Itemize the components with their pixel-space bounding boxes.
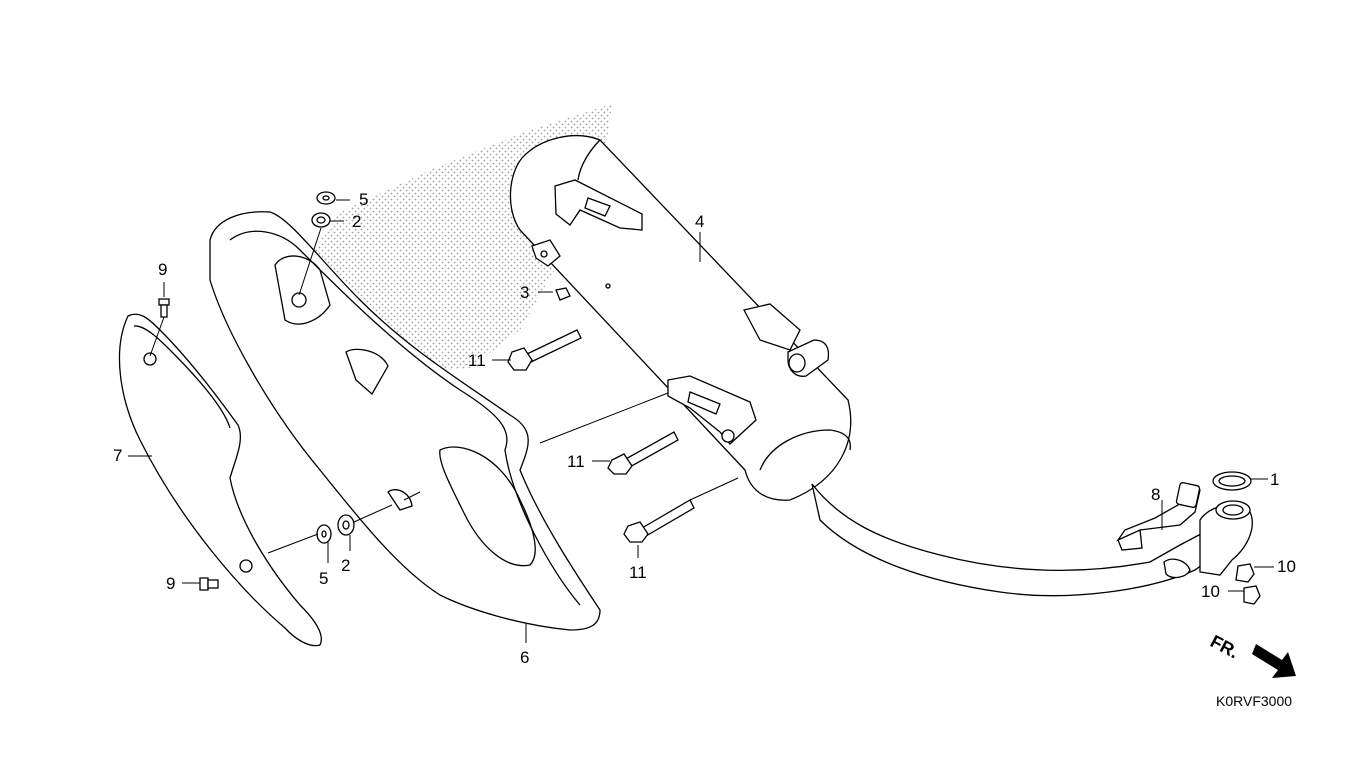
screw-upper [158, 298, 170, 318]
washer-upper [316, 191, 336, 205]
callout-7: 7 [113, 446, 123, 465]
callout-11-upper: 11 [468, 351, 486, 370]
leader-lines [128, 199, 1274, 643]
callout-6: 6 [520, 648, 530, 667]
callout-11-middle: 11 [567, 452, 585, 471]
callout-1: 1 [1270, 470, 1280, 489]
callout-2-lower: 2 [341, 556, 351, 575]
callout-9-upper: 9 [158, 260, 168, 279]
callout-5-lower: 5 [319, 569, 329, 588]
callout-10-upper: 10 [1277, 557, 1296, 576]
callout-4: 4 [695, 212, 705, 231]
sensor-bracket [1116, 482, 1201, 551]
washer-lower [316, 524, 332, 544]
callout-10-lower: 10 [1201, 582, 1220, 601]
callout-11-lower: 11 [629, 563, 647, 582]
screw-lower [199, 577, 219, 591]
callout-8: 8 [1151, 485, 1161, 504]
clip [555, 287, 571, 301]
exhaust-pipe [811, 483, 1253, 597]
callout-9-lower: 9 [166, 574, 176, 593]
grommet-upper [311, 212, 331, 228]
callout-5-upper: 5 [359, 190, 369, 209]
muffler [509, 135, 852, 501]
diagram-code: K0RVF3000 [1216, 693, 1293, 709]
callout-2-upper: 2 [352, 212, 362, 231]
flange-nut-lower [1243, 585, 1261, 605]
gasket [1212, 471, 1252, 491]
callout-3: 3 [520, 283, 530, 302]
bolt-lower [623, 499, 695, 543]
muffler-protector [209, 211, 601, 631]
flange-nut-upper [1235, 563, 1255, 583]
bolt-middle [607, 431, 679, 475]
front-arrow-icon [1252, 644, 1296, 678]
grommet-lower [337, 514, 355, 536]
bolt-upper [507, 329, 582, 371]
side-cover [118, 313, 322, 647]
